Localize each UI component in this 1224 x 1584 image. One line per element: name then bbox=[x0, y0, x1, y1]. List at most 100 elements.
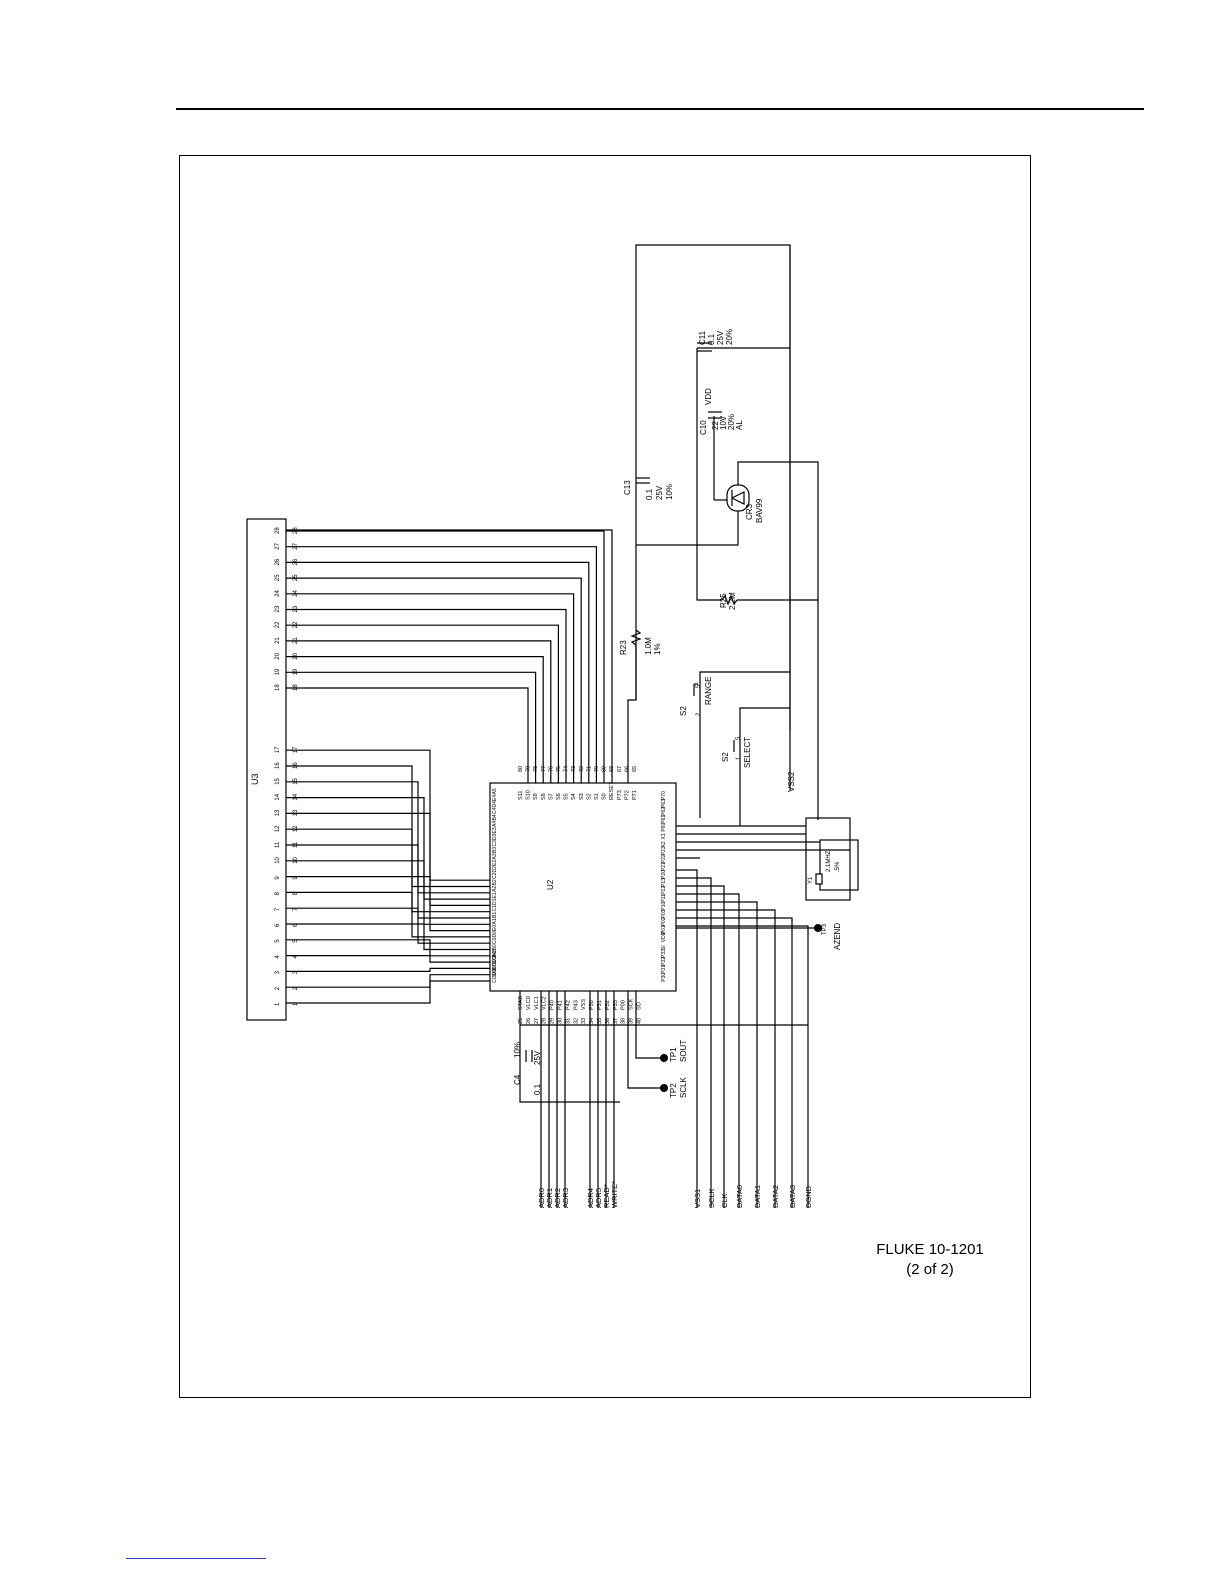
u2-right-pin-label: P03 bbox=[661, 909, 667, 918]
u2-right-pin-label: SI bbox=[661, 945, 667, 950]
c11-value: 25V bbox=[716, 330, 725, 345]
u3-pin-b-inner: 28 bbox=[293, 527, 299, 534]
u2-left-pin-label: C4 bbox=[492, 807, 498, 814]
u3-pin-b-inner: 21 bbox=[293, 637, 299, 644]
u3-pin-a-outer: 15 bbox=[275, 777, 281, 784]
c13-value: 10% bbox=[665, 484, 674, 500]
u2-left-pin-label: D2 bbox=[492, 866, 498, 873]
u2-bottom-pin-num: 26 bbox=[526, 1018, 532, 1024]
u3-connector-body bbox=[246, 518, 287, 1021]
c13-value: 25V bbox=[655, 485, 664, 500]
u3-pin-a-outer: 4 bbox=[275, 955, 281, 959]
s2-select-pin: 5 bbox=[736, 736, 742, 740]
cr3-trace bbox=[737, 461, 819, 820]
u3-pin-a-outer: 8 bbox=[275, 891, 281, 895]
r25-resistor bbox=[721, 594, 738, 606]
r23-ref: R23 bbox=[619, 640, 628, 655]
c4-value: 10% bbox=[513, 1042, 522, 1058]
connector-trace bbox=[286, 796, 490, 900]
u3-pin-a-outer: 6 bbox=[275, 923, 281, 927]
u2-left-pin-label: E0 bbox=[492, 925, 498, 931]
u2-top-pin-name: S1 bbox=[594, 793, 600, 800]
c4-trace bbox=[519, 991, 620, 1103]
u3-pin-a-inner: 2 bbox=[293, 986, 299, 990]
u3-pin-a-outer: 14 bbox=[275, 793, 281, 800]
tp2-trace bbox=[627, 991, 664, 1089]
u3-pin-b-outer: 23 bbox=[275, 605, 281, 612]
bus-right-trace bbox=[676, 885, 725, 1208]
u2-ref: U2 bbox=[546, 879, 555, 890]
u3-pin-b-inner: 20 bbox=[293, 652, 299, 659]
s2-range-pin: 5 bbox=[696, 684, 702, 688]
tp1-ref: TP1 bbox=[669, 1047, 678, 1062]
u2-top-pin-num: 65 bbox=[632, 766, 638, 772]
components bbox=[246, 342, 859, 1092]
s2-select-pin: 1 bbox=[736, 756, 742, 760]
u2-top-pin-num: 77 bbox=[541, 766, 547, 772]
u2-right-pin-label: X1 bbox=[661, 833, 667, 839]
u2-bottom-pin-num: 38 bbox=[621, 1018, 627, 1024]
connector-trace bbox=[286, 939, 490, 957]
bus-right-trace bbox=[676, 917, 793, 1208]
u2-right-pin-label: P12 bbox=[661, 886, 667, 895]
u3-pin-b-outer: 28 bbox=[275, 527, 281, 534]
u2-right-pin-label: P63 bbox=[661, 799, 667, 808]
u3-pin-a-outer: 16 bbox=[275, 762, 281, 769]
segment-trace bbox=[286, 529, 613, 783]
u2-bottom-pin-name: VLC2 bbox=[542, 996, 548, 1010]
bus-right-trace bbox=[676, 893, 740, 1208]
segment-trace bbox=[286, 671, 537, 783]
u2-right-pin-label: P31 bbox=[661, 965, 667, 974]
u2-ic-body bbox=[489, 782, 677, 992]
vss2-label: VSS2 bbox=[787, 771, 796, 792]
u3-pin-a-outer: 5 bbox=[275, 939, 281, 943]
u2-bottom-pin-name: VLC1 bbox=[534, 996, 540, 1010]
u2-left-pin-label: E2 bbox=[492, 860, 498, 866]
c13-ref: C13 bbox=[623, 480, 632, 495]
u2-bottom-pin-num: 25 bbox=[518, 1018, 524, 1024]
u2-right-pin-label: P62 bbox=[661, 807, 667, 816]
s2-select-label: SELECT bbox=[743, 737, 752, 768]
segment-trace bbox=[286, 687, 529, 783]
u2-left-pin-label: D1 bbox=[492, 898, 498, 905]
u2-right-pin-label: P60 bbox=[661, 822, 667, 831]
c4-ref: C4 bbox=[513, 1074, 522, 1085]
u3-pin-a-outer: 12 bbox=[275, 825, 281, 832]
u3-pin-a-inner: 9 bbox=[293, 876, 299, 880]
u2-left-pin-label: A1 bbox=[492, 918, 498, 924]
segment-trace bbox=[286, 655, 544, 783]
c10-value: AL bbox=[735, 420, 744, 430]
u3-pin-a-outer: 2 bbox=[275, 986, 281, 990]
u3-pin-a-outer: 1 bbox=[275, 1002, 281, 1006]
u2-right-pin-label: X2 bbox=[661, 841, 667, 847]
u3-pin-a-inner: 14 bbox=[293, 793, 299, 800]
bus-left-label: WRITE* bbox=[610, 1181, 619, 1208]
u2-left-pin-label: B3 bbox=[492, 847, 498, 853]
u3-ref: U3 bbox=[250, 773, 260, 785]
r25-trace bbox=[696, 545, 722, 601]
u3-pin-a-outer: 9 bbox=[275, 876, 281, 880]
tp3-label: AZEND bbox=[833, 923, 842, 950]
cr3-trace bbox=[697, 511, 739, 546]
u2-top-pin-num: 75 bbox=[556, 766, 562, 772]
u2-right-pin-label: P30 bbox=[661, 973, 667, 982]
segment-trace bbox=[286, 640, 552, 783]
segment-trace bbox=[286, 546, 598, 783]
u2-top-pin-name: S6 bbox=[556, 793, 562, 800]
u2-top-pin-name: S0 bbox=[602, 793, 608, 800]
u2-bottom-pin-name: VSS bbox=[581, 999, 587, 1010]
segment-trace bbox=[286, 624, 560, 783]
y1-outline bbox=[819, 839, 859, 891]
caption-sheet: (2 of 2) bbox=[906, 1261, 954, 1278]
u2-bottom-pin-name: P00 bbox=[621, 1000, 627, 1010]
s2-select-ref: S2 bbox=[721, 752, 730, 762]
u2-right-pin-label: P13 bbox=[661, 878, 667, 887]
y1-outline bbox=[805, 817, 851, 901]
c11-ref: C11 bbox=[698, 330, 707, 345]
u2-bottom-pin-name: P53 bbox=[613, 1000, 619, 1010]
segment-trace bbox=[286, 608, 567, 783]
u2-left-pin-label: C0 bbox=[492, 937, 498, 944]
connector-trace bbox=[286, 812, 490, 907]
